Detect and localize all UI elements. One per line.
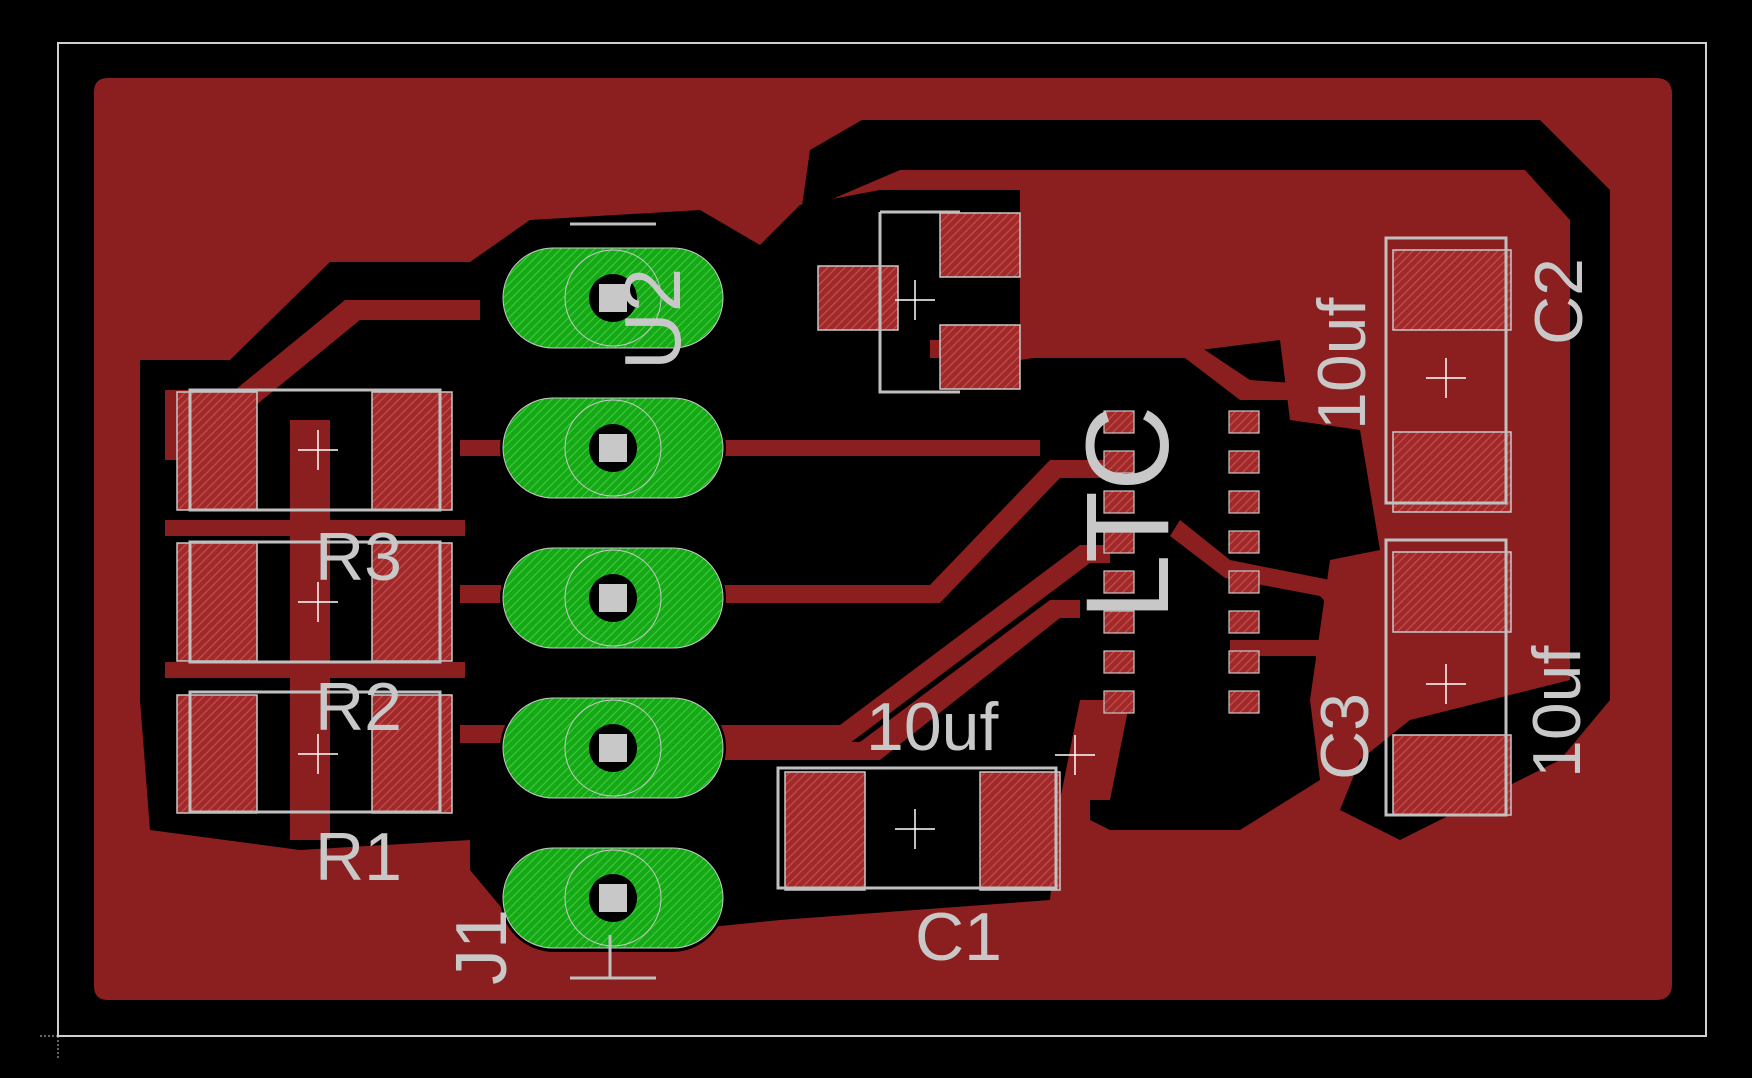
header-j1-pads	[500, 244, 726, 952]
component-origin-crosses	[298, 280, 1466, 849]
label-r1: R1	[315, 819, 402, 895]
board-outline	[57, 42, 1707, 1037]
label-c1: C1	[915, 899, 1002, 975]
label-c1-value: 10uf	[866, 689, 998, 765]
label-c2-value: 10uf	[1304, 298, 1380, 430]
label-c3-value: 10uf	[1519, 646, 1595, 778]
silkscreen-outlines	[188, 210, 1508, 980]
label-j1: J1	[442, 909, 522, 985]
label-u1: LTC	[1062, 406, 1194, 620]
label-u2: U2	[608, 268, 697, 370]
label-r2: R2	[315, 669, 402, 745]
label-c3: C3	[1307, 693, 1383, 780]
label-r3: R3	[315, 519, 402, 595]
origin-marker	[40, 1016, 80, 1060]
label-c2: C2	[1521, 258, 1597, 345]
silkscreen-labels: R3 R2 R1 C1 10uf C2 10uf C3 10uf U2 LTC …	[315, 258, 1597, 985]
